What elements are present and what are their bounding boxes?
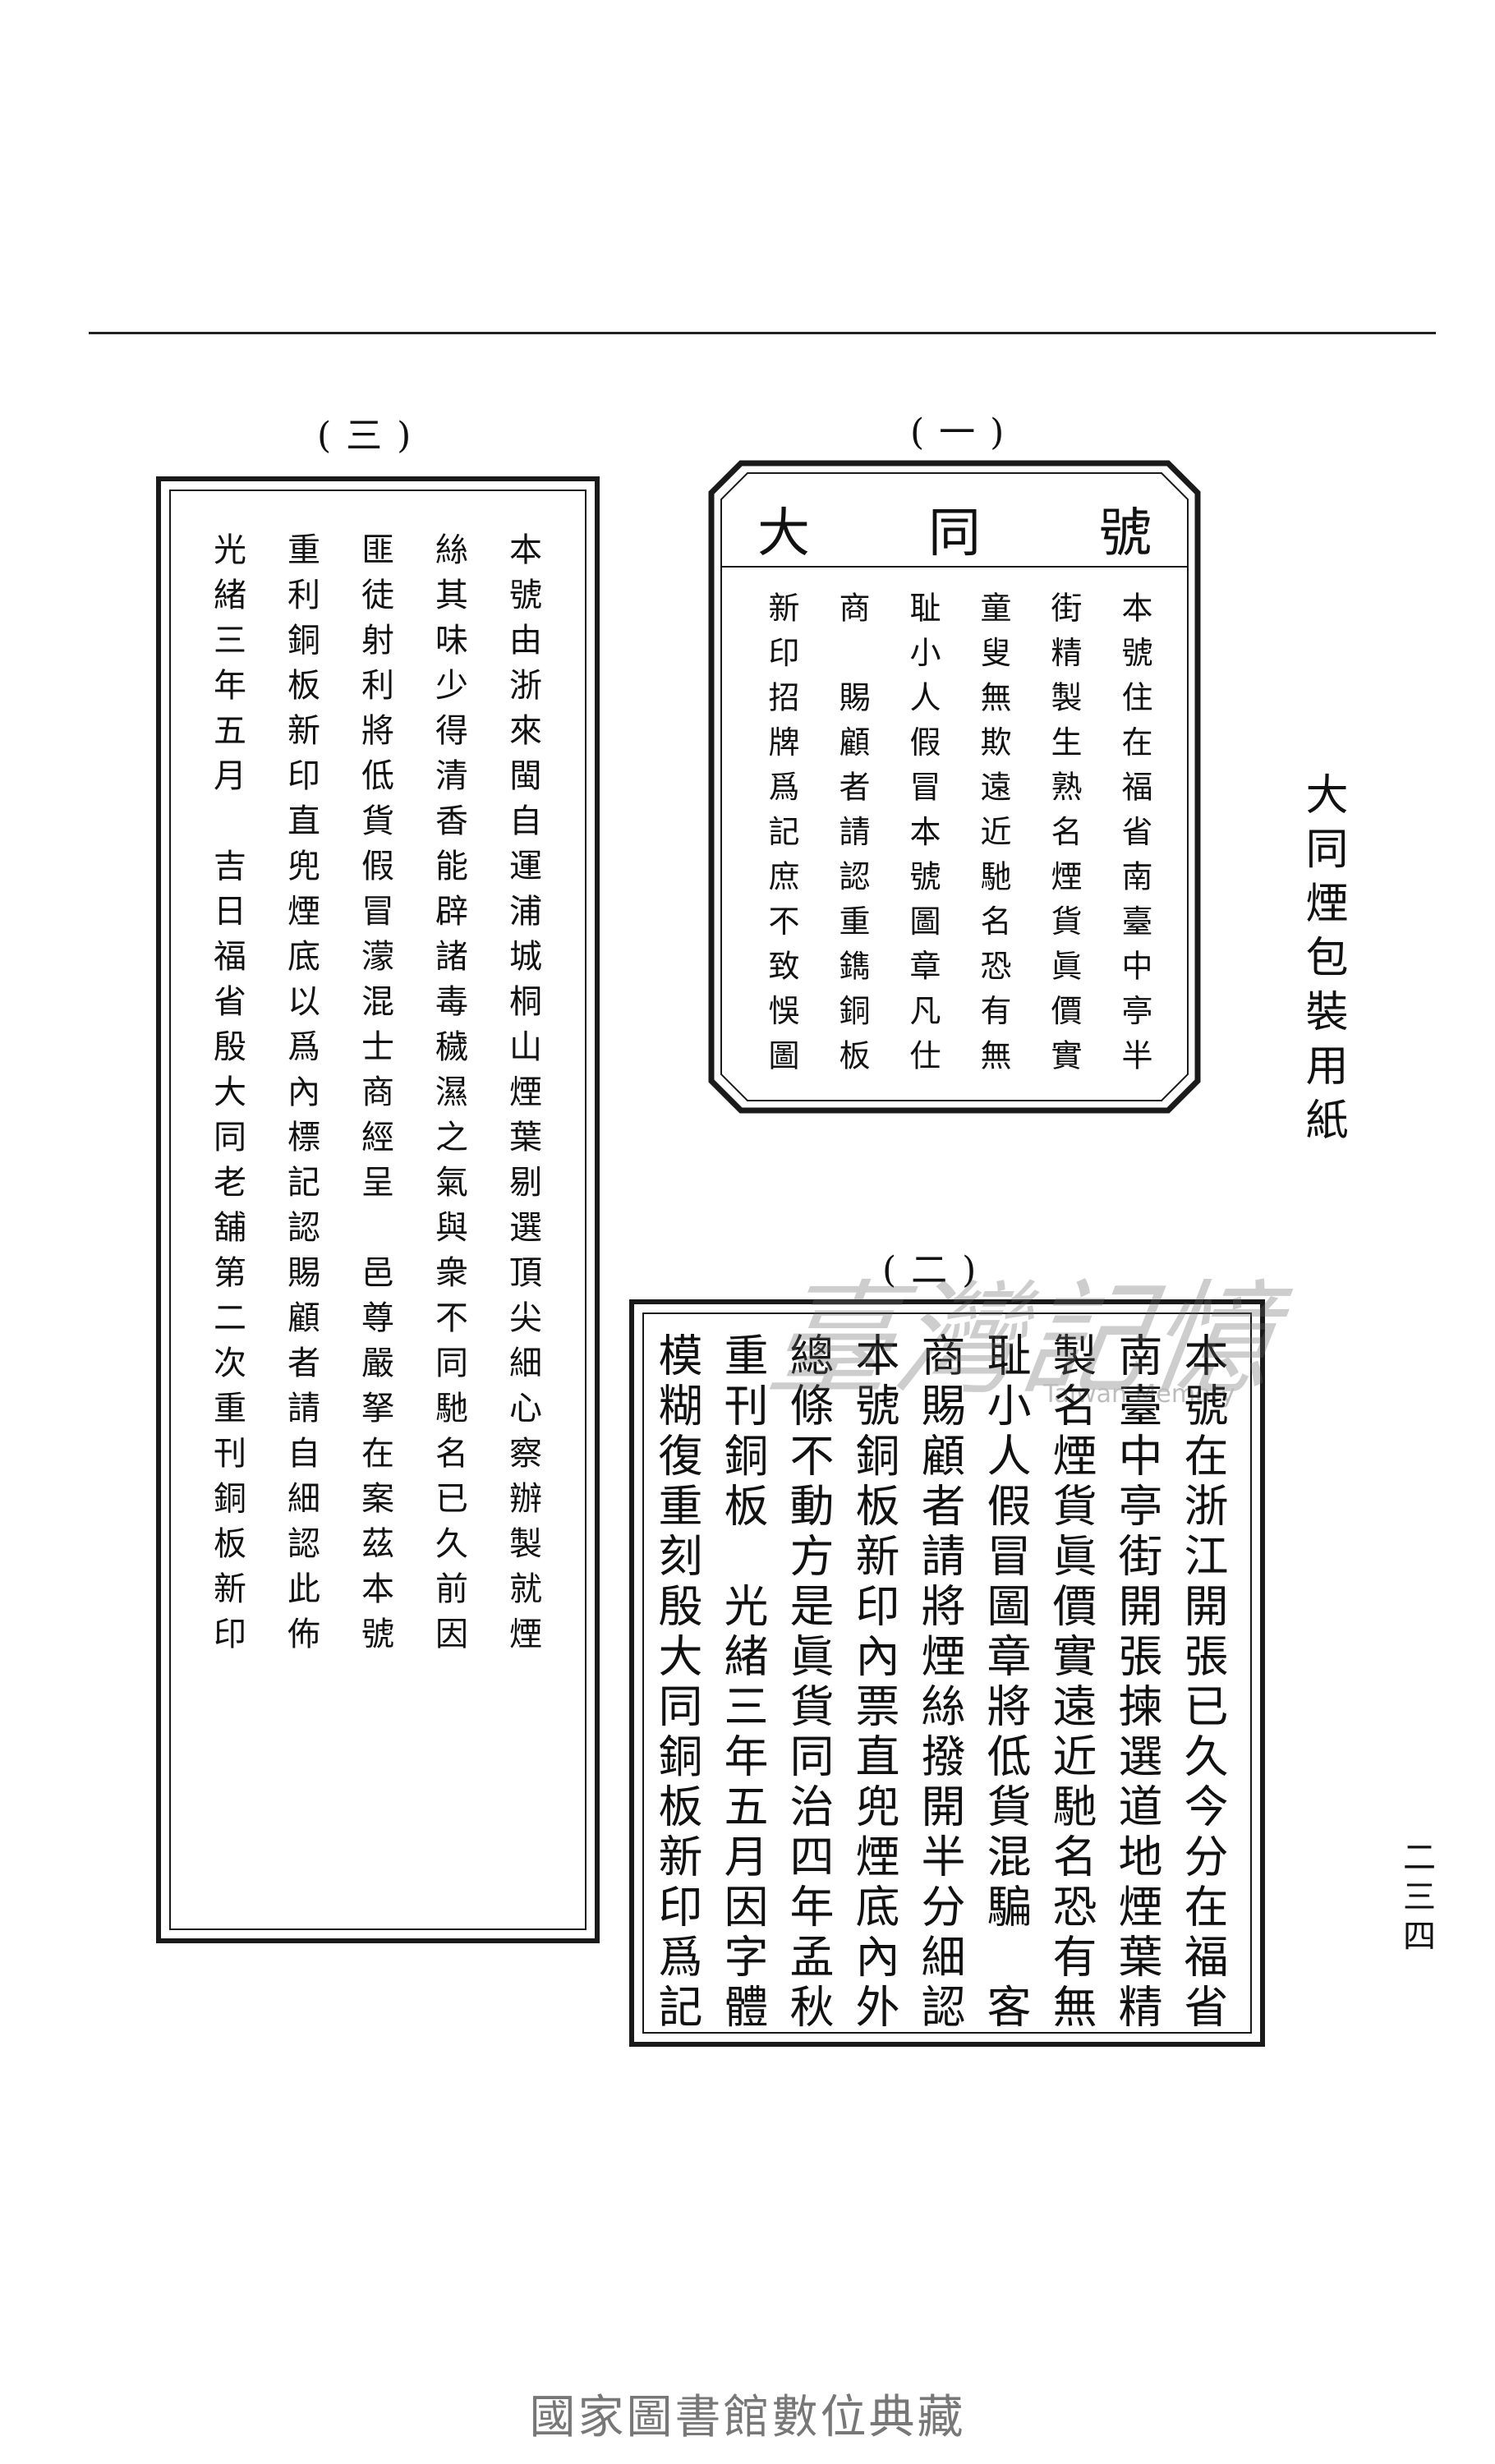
panel-2-inner-frame [642, 1312, 1252, 2034]
panel-2-column-9: 模糊復重刻殷大同銅板新印爲記 [651, 1332, 702, 2034]
panel-1: 大 同 號 本號住在福省南臺中亭半 街精製生熟名煙貨眞價實 童叟無欺遠近馳名恐有… [708, 460, 1201, 1114]
side-title: 大同煙包裝用紙 [1298, 772, 1347, 1152]
panel-2-column-1: 本號在浙江開張已久今分在福省 [1176, 1332, 1228, 2034]
panel-1-column-5: 商 賜顧者請認重鐫銅板 [834, 591, 870, 1084]
panel-3-column-4: 重利銅板新印直兜煙底以爲內標記認賜顧者請自細認此佈 [282, 532, 320, 1662]
watermark-subtext: Taiwan Memory [1043, 1380, 1235, 1409]
panel-1-column-3: 童叟無欺遠近馳名恐有無 [975, 591, 1011, 1084]
panel-2-column-3: 製名煙貨眞價實遠近馳名恐有無 [1045, 1332, 1097, 2034]
page-number: 二三四 [1397, 1840, 1435, 1958]
top-rule [89, 332, 1436, 334]
panel-2-column-6: 本號銅板新印內票直兜煙底內外 [848, 1332, 899, 2034]
panel-1-column-4: 耻小人假冒本號圖章凡仕 [904, 591, 941, 1084]
panel-3-column-5: 光緒三年五月 吉日福省殷大同老舖第二次重刊銅板新印 [208, 532, 246, 1662]
panel-2-column-4: 耻小人假冒圖章將低貨混騙 客 [979, 1332, 1031, 2034]
panel-1-column-2: 街精製生熟名煙貨眞價實 [1046, 591, 1082, 1084]
panel-1-label: (一) [910, 411, 1019, 453]
panel-1-frame [708, 460, 1201, 1114]
panel-1-heading: 大 同 號 [757, 491, 1152, 567]
panel-3-column-1: 本號由浙來閩自運浦城桐山煙葉剔選頂尖細心察辦製就煙 [504, 532, 541, 1662]
panel-3-label: (三) [317, 415, 426, 457]
footer-collection-credit: 國家圖書館數位典藏 [529, 2391, 966, 2444]
panel-2-column-7: 總條不動方是眞貨同治四年孟秋 [782, 1332, 834, 2034]
heading-char-2: 同 [928, 503, 981, 564]
panel-1-column-1: 本號住在福省南臺中亭半 [1116, 591, 1152, 1084]
heading-char-1: 大 [757, 503, 810, 564]
panel-3-inner-frame [169, 490, 586, 1930]
panel-3-column-3: 匪徒射利將低貨假冒濛混士商經呈 邑尊嚴拏在案茲本號 [356, 532, 393, 1662]
panel-2: 本號在浙江開張已久今分在福省 南臺中亭街開張揀選道地煙葉精 製名煙貨眞價實遠近馳… [629, 1299, 1265, 2047]
panel-2-label: (二) [882, 1249, 991, 1291]
panel-3: 本號由浙來閩自運浦城桐山煙葉剔選頂尖細心察辦製就煙 絲其味少得清香能辟諸毒穢濕之… [156, 476, 600, 1943]
panel-2-column-5: 商賜顧者請將煙絲撥開半分細認 [913, 1332, 965, 2034]
panel-2-column-2: 南臺中亭街開張揀選道地煙葉精 [1111, 1332, 1162, 2034]
panel-3-column-2: 絲其味少得清香能辟諸毒穢濕之氣與衆不同馳名已久前因 [430, 532, 467, 1662]
heading-char-3: 號 [1099, 503, 1152, 564]
panel-2-column-8: 重刊銅板 光緒三年五月因字體 [716, 1332, 768, 2034]
taiwan-memory-watermark: 臺灣記憶 Taiwan Memory [761, 1240, 1286, 1413]
panel-1-column-6: 新印招牌爲記庶不致悞圖 [763, 591, 799, 1084]
